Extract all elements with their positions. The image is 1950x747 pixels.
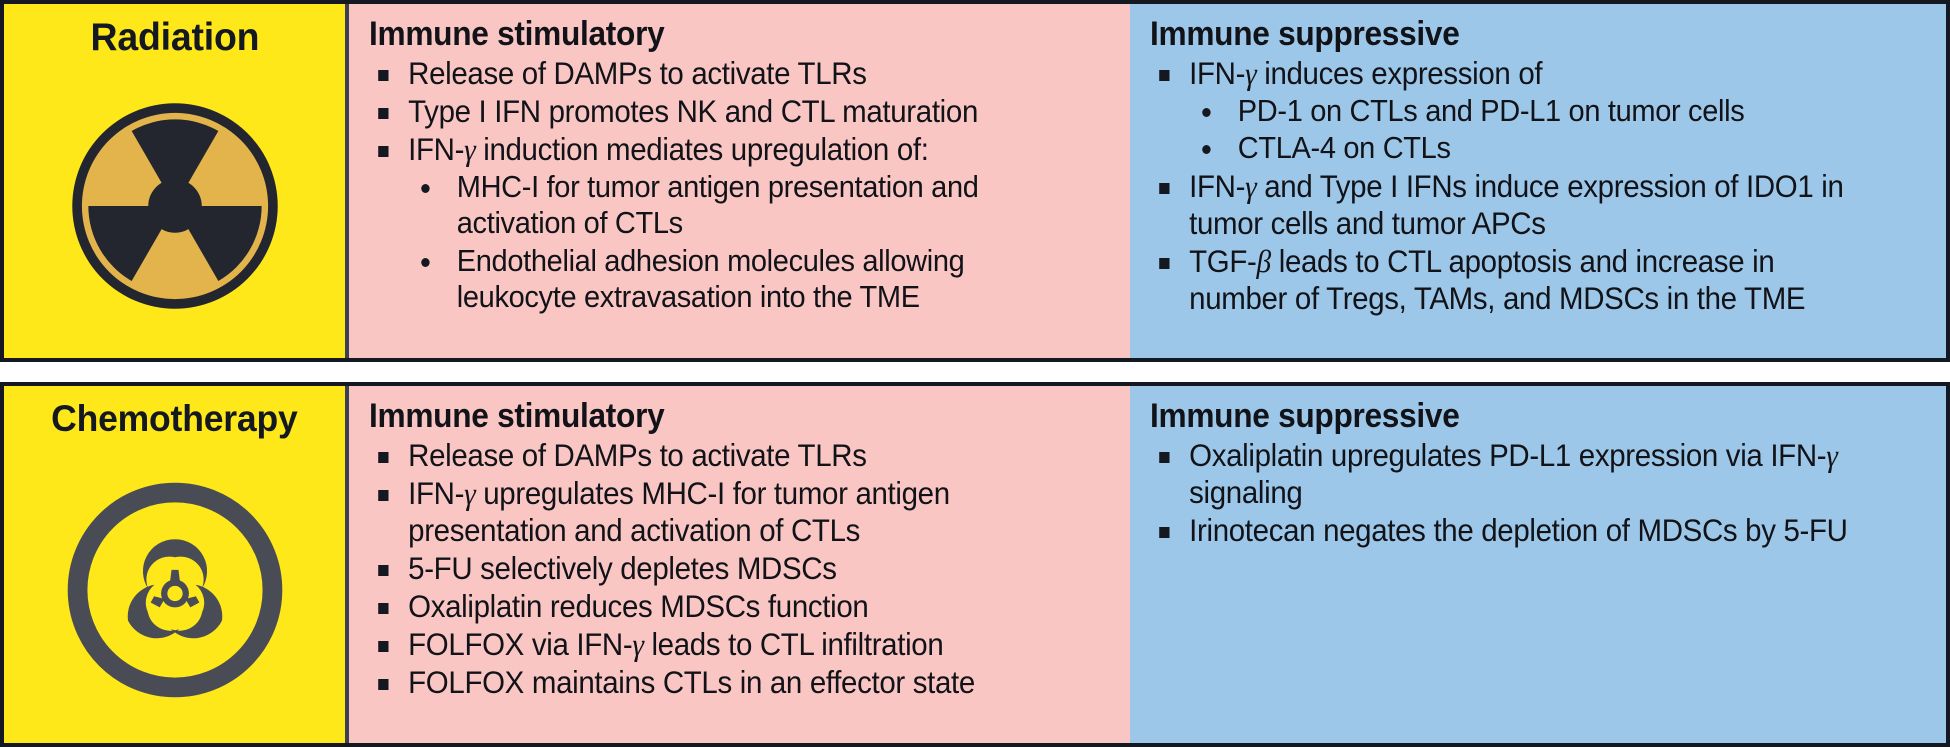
list-item: Release of DAMPs to activate TLRs: [367, 55, 1065, 92]
bullet-text: Oxaliplatin upregulates PD-L1 expression…: [1189, 436, 1838, 510]
bullet-text: Endothelial adhesion molecules allowing …: [456, 242, 965, 314]
list-item: Endothelial adhesion molecules allowing …: [367, 243, 1065, 316]
radiation-stimulatory-heading: Immune stimulatory: [369, 15, 665, 53]
list-item: MHC-I for tumor antigen presentation and…: [367, 169, 1065, 242]
bullet-text: IFN-γ upregulates MHC-I for tumor antige…: [408, 474, 950, 548]
list-item: Oxaliplatin upregulates PD-L1 expression…: [1148, 437, 1879, 511]
bullet-text: Release of DAMPs to activate TLRs: [408, 54, 867, 91]
list-item: FOLFOX via IFN-γ leads to CTL infiltrati…: [367, 626, 1065, 663]
chemotherapy-stimulatory-list: Release of DAMPs to activate TLRs IFN-γ …: [367, 437, 1114, 701]
list-item: TGF-β leads to CTL apoptosis and increas…: [1148, 243, 1879, 317]
radiation-stimulatory-list: Release of DAMPs to activate TLRs Type I…: [367, 55, 1114, 316]
row-chemotherapy: Chemotherapy: [0, 382, 1950, 747]
chemotherapy-title: Chemotherapy: [51, 398, 298, 439]
radiation-suppressive-list: IFN-γ induces expression of PD-1 on CTLs…: [1148, 55, 1930, 317]
list-item: FOLFOX maintains CTLs in an effector sta…: [367, 664, 1065, 701]
chemotherapy-stimulatory-heading: Immune stimulatory: [369, 397, 665, 435]
radiation-suppressive-heading: Immune suppressive: [1150, 15, 1460, 53]
chemotherapy-stimulatory-panel: Immune stimulatory Release of DAMPs to a…: [349, 386, 1130, 743]
list-item: IFN-γ upregulates MHC-I for tumor antige…: [367, 475, 1065, 549]
bullet-text: FOLFOX maintains CTLs in an effector sta…: [408, 663, 975, 700]
bullet-text: PD-1 on CTLs and PD-L1 on tumor cells: [1237, 92, 1745, 128]
list-item: Type I IFN promotes NK and CTL maturatio…: [367, 93, 1065, 130]
bullet-text: FOLFOX via IFN-γ leads to CTL infiltrati…: [408, 625, 944, 662]
list-item: IFN-γ and Type I IFNs induce expression …: [1148, 168, 1879, 242]
radiation-title: Radiation: [90, 16, 259, 59]
list-item: Release of DAMPs to activate TLRs: [367, 437, 1065, 474]
list-item: IFN-γ induces expression of: [1148, 55, 1879, 92]
bullet-text: Type I IFN promotes NK and CTL maturatio…: [408, 92, 979, 129]
list-item: CTLA-4 on CTLs: [1148, 130, 1879, 166]
radiation-label-cell: Radiation: [4, 4, 349, 358]
chemotherapy-label-cell: Chemotherapy: [4, 386, 349, 743]
chemotherapy-suppressive-heading: Immune suppressive: [1150, 397, 1460, 435]
bullet-text: TGF-β leads to CTL apoptosis and increas…: [1189, 242, 1806, 316]
radiation-icon-wrap: [4, 60, 345, 358]
bullet-text: Oxaliplatin reduces MDSCs function: [408, 587, 869, 624]
bullet-text: CTLA-4 on CTLs: [1237, 130, 1451, 166]
list-item: Oxaliplatin reduces MDSCs function: [367, 588, 1065, 625]
bullet-text: Irinotecan negates the depletion of MDSC…: [1189, 511, 1848, 548]
list-item: Irinotecan negates the depletion of MDSC…: [1148, 512, 1879, 549]
list-item: IFN-γ induction mediates upregulation of…: [367, 131, 1065, 168]
biohazard-icon: [67, 482, 282, 697]
bullet-text: IFN-γ induction mediates upregulation of…: [408, 130, 929, 167]
list-item: PD-1 on CTLs and PD-L1 on tumor cells: [1148, 93, 1879, 129]
bullet-text: IFN-γ and Type I IFNs induce expression …: [1189, 167, 1844, 241]
chemotherapy-suppressive-panel: Immune suppressive Oxaliplatin upregulat…: [1130, 386, 1946, 743]
row-radiation: Radiation Immune stimulatory Release of: [0, 0, 1950, 362]
bullet-text: MHC-I for tumor antigen presentation and…: [456, 168, 979, 241]
chemotherapy-suppressive-list: Oxaliplatin upregulates PD-L1 expression…: [1148, 437, 1930, 549]
radiation-icon: [71, 103, 278, 309]
radiation-suppressive-panel: Immune suppressive IFN-γ induces express…: [1130, 4, 1946, 358]
list-item: 5-FU selectively depletes MDSCs: [367, 550, 1065, 587]
biohazard-icon-wrap: [4, 440, 345, 743]
radiation-stimulatory-panel: Immune stimulatory Release of DAMPs to a…: [349, 4, 1130, 358]
bullet-text: Release of DAMPs to activate TLRs: [408, 436, 867, 473]
bullet-text: 5-FU selectively depletes MDSCs: [408, 549, 837, 586]
bullet-text: IFN-γ induces expression of: [1189, 54, 1543, 91]
